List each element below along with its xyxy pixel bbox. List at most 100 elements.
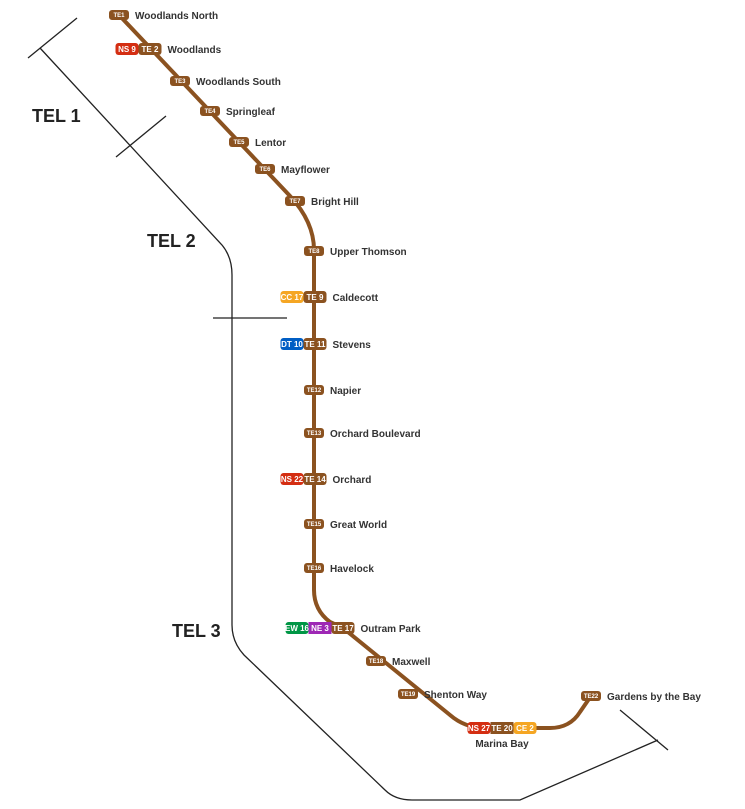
station-code-badge <box>304 563 324 573</box>
station-code-badge <box>467 722 491 734</box>
section-label-tel3: TEL 3 <box>172 621 221 641</box>
station-name: Marina Bay <box>475 739 529 750</box>
station-code: TE8 <box>308 249 320 255</box>
station-code-badge <box>280 473 304 485</box>
station-name: Woodlands South <box>196 77 281 88</box>
station-code: TE 17 <box>332 624 354 633</box>
station-code-badge <box>229 137 249 147</box>
station-shenton-way[interactable]: TE19 Shenton Way <box>398 689 487 701</box>
station-code: DT 10 <box>281 340 303 349</box>
section-boundaries <box>27 17 669 801</box>
station-code: TE7 <box>289 199 301 205</box>
station-code-badge <box>280 291 304 303</box>
station-code: TE13 <box>307 431 322 437</box>
station-code: TE 2 <box>142 45 159 54</box>
station-code: TE18 <box>369 659 384 665</box>
station-code: TE5 <box>233 140 245 146</box>
station-code: NS 27 <box>468 724 491 733</box>
station-code-badge <box>303 473 327 485</box>
station-name: Upper Thomson <box>330 247 407 258</box>
station-name: Napier <box>330 386 361 397</box>
station-code: TE4 <box>204 109 216 115</box>
station-name: Woodlands <box>168 45 222 56</box>
station-code: TE 20 <box>491 724 513 733</box>
section-boundary-line <box>39 47 659 801</box>
station-name: Outram Park <box>361 624 421 635</box>
station-woodlands[interactable]: NS 9 TE 2 Woodlands <box>115 43 222 56</box>
station-maxwell[interactable]: TE18 Maxwell <box>366 656 431 668</box>
station-code: NS 22 <box>281 475 304 484</box>
station-springleaf[interactable]: TE4 Springleaf <box>200 106 276 118</box>
station-code-badge <box>581 691 601 701</box>
station-havelock[interactable]: TE16 Havelock <box>304 563 374 575</box>
station-code-badge <box>303 291 327 303</box>
station-code: TE22 <box>584 694 599 700</box>
station-code: TE 14 <box>304 475 326 484</box>
station-bright-hill[interactable]: TE7 Bright Hill <box>285 196 359 208</box>
station-name: Gardens by the Bay <box>607 692 701 703</box>
station-code-badge <box>280 338 304 350</box>
station-code-badge <box>255 164 275 174</box>
station-code-badge <box>398 689 418 699</box>
station-code-badge <box>513 722 537 734</box>
station-code: TE6 <box>259 167 271 173</box>
boundary-tick-south-end <box>619 709 669 751</box>
station-name: Bright Hill <box>311 197 359 208</box>
station-upper-thomson[interactable]: TE8 Upper Thomson <box>304 246 407 258</box>
station-orchard-boulevard[interactable]: TE13 Orchard Boulevard <box>304 428 421 440</box>
station-name: Stevens <box>333 340 372 351</box>
station-code-badge <box>170 76 190 86</box>
station-code-badge <box>138 43 162 55</box>
station-code: TE15 <box>307 522 322 528</box>
station-code-badge <box>109 10 129 20</box>
section-label-tel1: TEL 1 <box>32 106 81 126</box>
station-code: NE 3 <box>311 624 329 633</box>
station-code-badge <box>490 722 514 734</box>
station-name: Maxwell <box>392 657 431 668</box>
station-gardens-by-the-bay[interactable]: TE22 Gardens by the Bay <box>581 691 701 703</box>
station-code-badge <box>285 196 305 206</box>
station-code: NS 9 <box>118 45 136 54</box>
station-code: TE16 <box>307 566 322 572</box>
section-label-tel2: TEL 2 <box>147 231 196 251</box>
station-name: Havelock <box>330 564 374 575</box>
station-great-world[interactable]: TE15 Great World <box>304 519 387 531</box>
station-code-badge <box>304 519 324 529</box>
station-napier[interactable]: TE12 Napier <box>304 385 361 397</box>
boundary-tick-north-end <box>27 17 78 59</box>
station-name: Caldecott <box>333 293 379 304</box>
station-code-badge <box>308 622 332 634</box>
station-code-badge <box>304 246 324 256</box>
station-name: Great World <box>330 520 387 531</box>
boundary-tick-tel1-tel2 <box>115 115 167 158</box>
station-code-badge <box>303 338 327 350</box>
station-name: Woodlands North <box>135 11 218 22</box>
station-name: Springleaf <box>226 107 276 118</box>
station-code-badge <box>304 428 324 438</box>
station-code: TE19 <box>401 692 416 698</box>
station-name: Shenton Way <box>424 690 487 701</box>
station-code-badge <box>304 385 324 395</box>
station-code: TE 11 <box>305 340 326 349</box>
station-code: CE 2 <box>516 724 534 733</box>
station-code-badge <box>285 622 309 634</box>
station-code: EW 16 <box>285 624 310 633</box>
station-code: TE12 <box>307 388 322 394</box>
station-code: CC 17 <box>281 293 304 302</box>
station-name: Orchard Boulevard <box>330 429 421 440</box>
station-code-badge <box>115 43 139 55</box>
station-code-badge <box>331 622 355 634</box>
station-code-badge <box>366 656 386 666</box>
station-code-badge <box>200 106 220 116</box>
